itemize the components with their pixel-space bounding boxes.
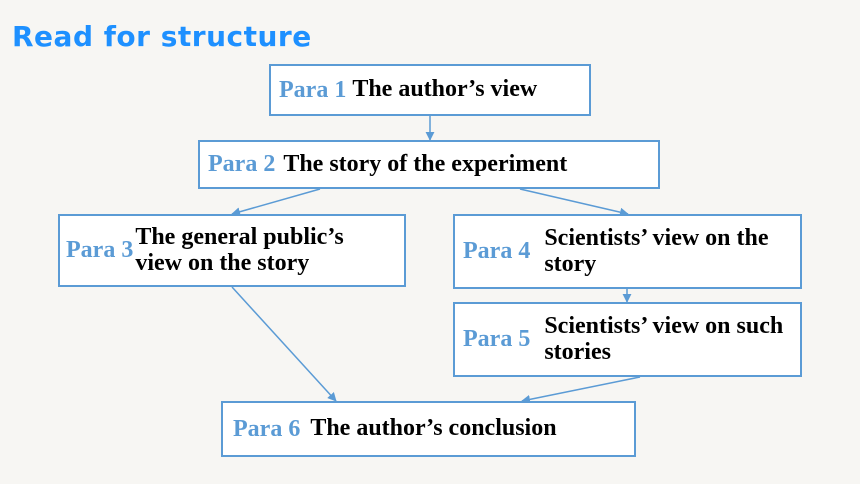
box-para-4: Para 4 Scientists’ view on the story [453, 214, 802, 289]
arrow-para2-to-para3 [231, 188, 321, 217]
para-label: Para 1 [279, 76, 347, 103]
box-para-3: Para 3 The general public’s view on the … [58, 214, 406, 287]
box-para-5: Para 5 Scientists’ view on such stories [453, 302, 802, 377]
slide-title: Read for structure [12, 20, 312, 53]
para-description: The author’s conclusion [310, 415, 557, 442]
para-label: Para 4 [463, 238, 531, 264]
box-para-2: Para 2 The story of the experiment [198, 140, 660, 189]
para-description: Scientists’ view on such stories [544, 313, 784, 365]
para-description: The story of the experiment [283, 150, 568, 177]
arrow-para2-to-para4 [519, 188, 629, 217]
arrow-para3-to-para6 [231, 286, 337, 402]
para-label: Para 6 [233, 415, 301, 442]
arrow-para5-to-para6 [521, 376, 641, 404]
para-label: Para 3 [66, 237, 134, 263]
box-para-6: Para 6 The author’s conclusion [221, 401, 636, 457]
para-description: Scientists’ view on the story [544, 225, 769, 277]
para-description: The general public’s view on the story [135, 224, 344, 276]
para-description: The author’s view [352, 76, 538, 103]
para-label: Para 5 [463, 326, 531, 352]
box-para-1: Para 1 The author’s view [269, 64, 591, 116]
para-label: Para 2 [208, 151, 276, 177]
